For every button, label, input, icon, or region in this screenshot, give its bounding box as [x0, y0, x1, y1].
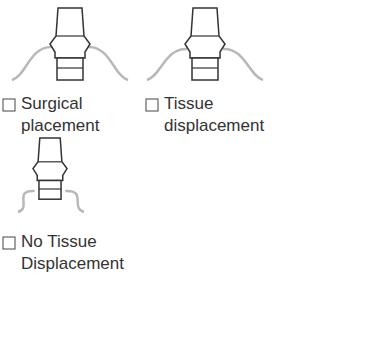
abutment-figure [18, 138, 84, 212]
checkbox [3, 237, 15, 249]
abutment-head [50, 8, 90, 58]
abutment-margin [191, 35, 219, 36]
abutment-line [57, 67, 83, 68]
abutment-base [39, 181, 61, 200]
option-label: No Tissue Displacement [21, 231, 141, 275]
gum-line [88, 47, 128, 80]
abutment-head [185, 8, 225, 58]
gum-line [12, 47, 52, 80]
abutment-figure [12, 8, 128, 80]
abutment-margin [56, 35, 84, 36]
abutment-line [192, 67, 218, 68]
gum-line [223, 49, 263, 80]
abutment-base [192, 58, 218, 80]
abutment-head [33, 138, 67, 181]
abutment-line [39, 188, 61, 189]
abutment-base [57, 58, 83, 80]
gum-line [18, 191, 35, 212]
option-label: Surgical placement [21, 93, 116, 137]
option-label: Tissue displacement [164, 93, 279, 137]
gum-line [65, 191, 84, 212]
abutment-figure [147, 8, 263, 80]
abutment-margin [38, 161, 62, 162]
checkbox [146, 99, 158, 111]
checkbox [3, 99, 15, 111]
gum-line [147, 49, 187, 80]
